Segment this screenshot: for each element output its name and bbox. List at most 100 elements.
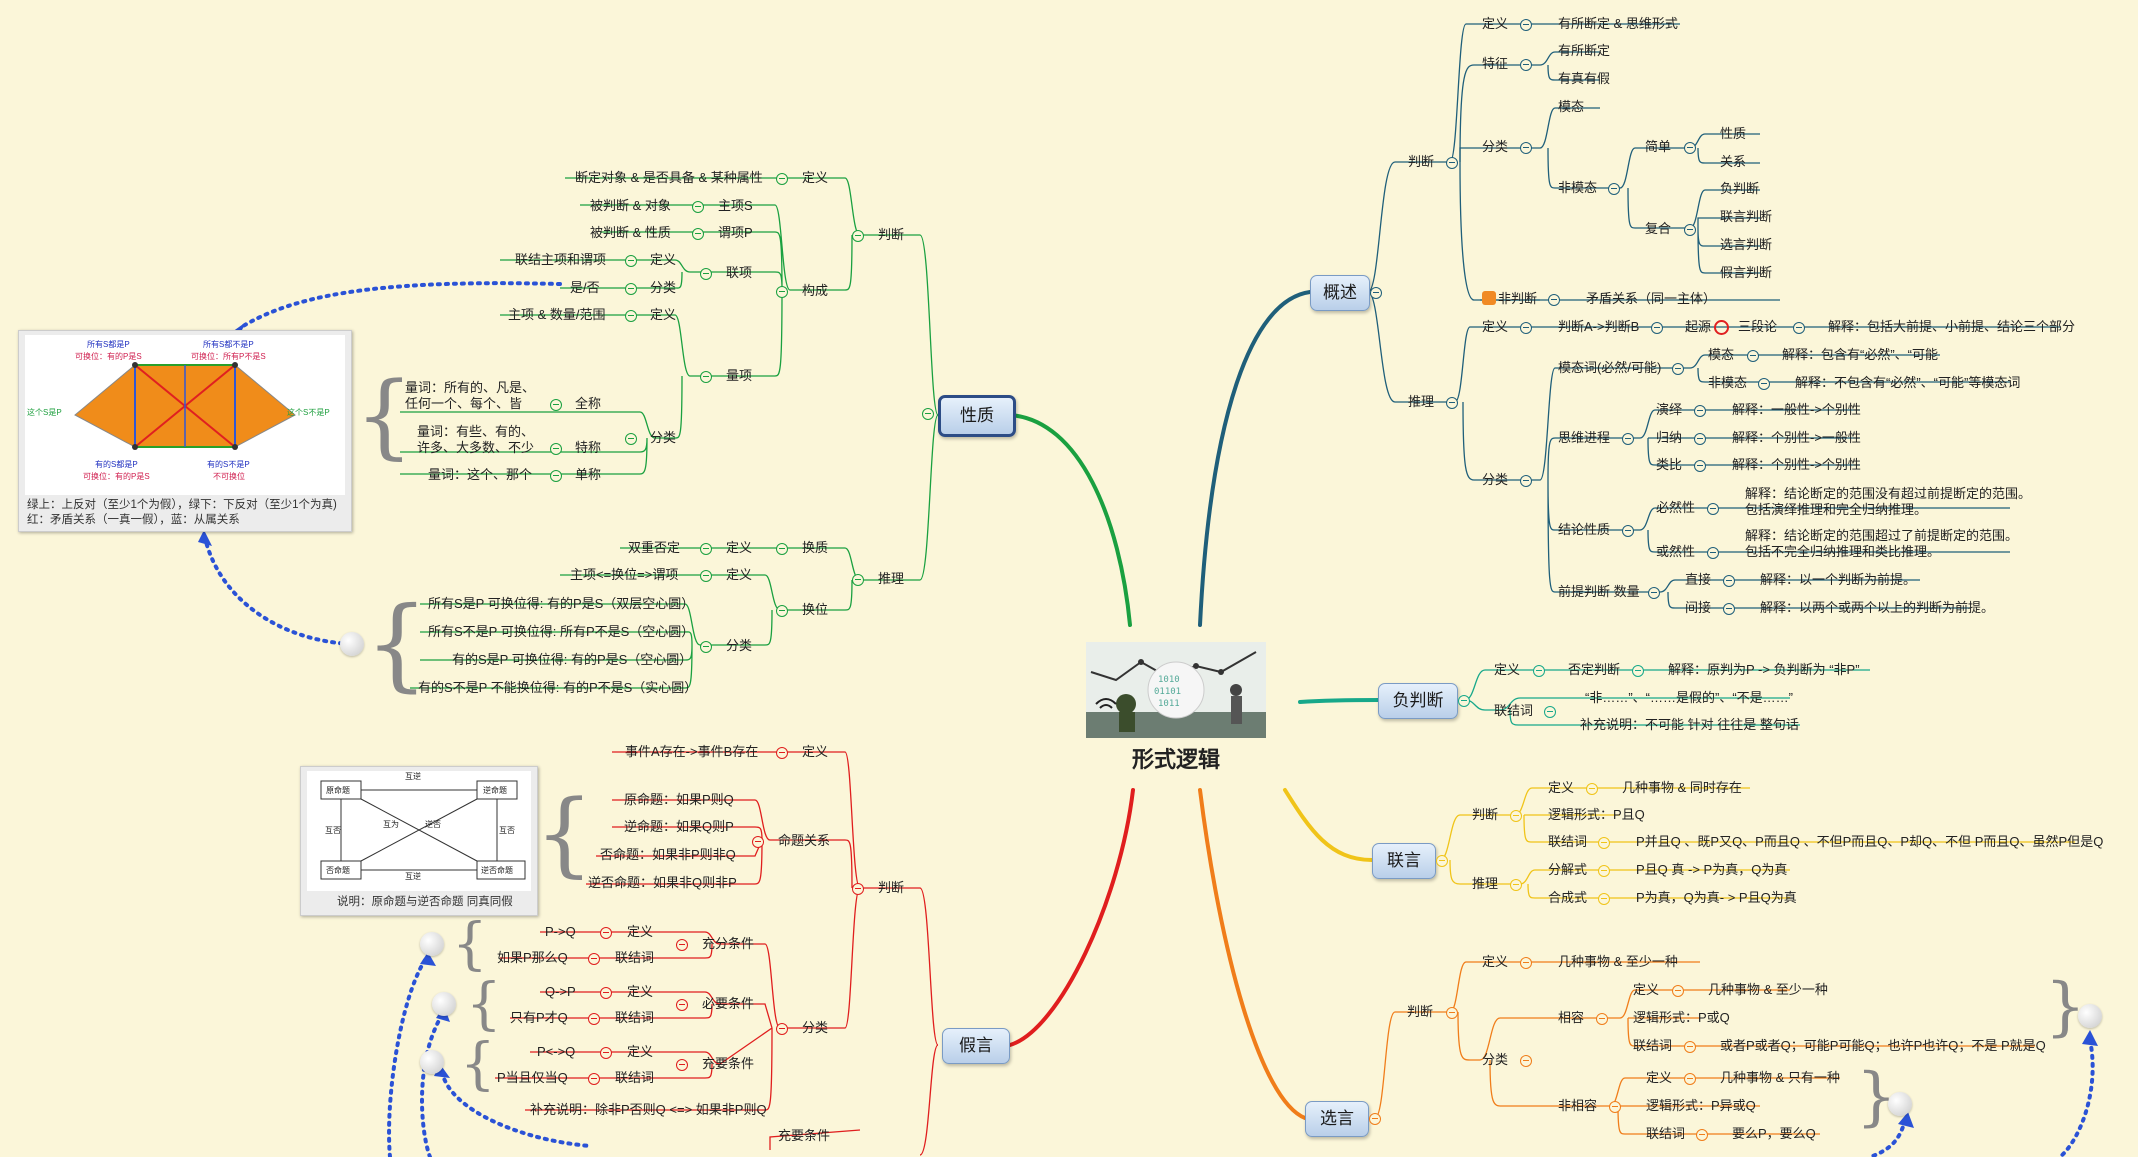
fp-lj1[interactable]: “非……”、“……是假的”、“不是……”	[1585, 690, 1793, 705]
ly-luoji[interactable]: 逻辑形式：P且Q	[1548, 807, 1645, 822]
collapse-icon[interactable]	[676, 939, 688, 951]
gaishu-biran-j2[interactable]: 包括演绎推理和完全归纳推理。	[1745, 502, 1928, 517]
collapse-icon[interactable]	[1510, 810, 1522, 822]
collapse-icon[interactable]	[1622, 433, 1634, 445]
collapse-icon[interactable]	[1436, 855, 1448, 867]
collapse-icon[interactable]	[1458, 695, 1470, 707]
collapse-icon[interactable]	[1672, 363, 1684, 375]
collapse-icon[interactable]	[625, 283, 637, 295]
jy-cy-lj[interactable]: 联结词	[615, 1070, 655, 1085]
gaishu-jianjie-j[interactable]: 解释：以两个或两个以上的判断为前提。	[1760, 600, 1995, 615]
xz-zhuxiang[interactable]: 主项S	[718, 198, 753, 213]
collapse-icon[interactable]	[1684, 1041, 1696, 1053]
xy-bx-luoji[interactable]: 逻辑形式：P异或Q	[1646, 1098, 1756, 1113]
collapse-icon[interactable]	[1598, 837, 1610, 849]
collapse-icon[interactable]	[1369, 1113, 1381, 1125]
gaishu-tezheng-2[interactable]: 有真有假	[1558, 71, 1611, 86]
xz-hw-fenlei[interactable]: 分类	[726, 638, 753, 653]
jy-chongyao[interactable]: 充要条件	[702, 1056, 755, 1071]
jy-fenlei[interactable]: 分类	[802, 1020, 829, 1035]
collapse-icon[interactable]	[1510, 879, 1522, 891]
fp-lj2[interactable]: 补充说明：不可能 针对 往往是 整句话	[1580, 717, 1799, 732]
collapse-icon[interactable]	[700, 543, 712, 555]
collapse-icon[interactable]	[1598, 893, 1610, 905]
gaishu-t-dingyi-val[interactable]: 判断A->判断B	[1558, 319, 1640, 334]
xz-lx2-fenlei[interactable]: 分类	[650, 430, 677, 445]
gaishu-yanyi[interactable]: 演绎	[1656, 402, 1683, 417]
ly-dingyi[interactable]: 定义	[1548, 780, 1575, 795]
summary-ball-icon[interactable]	[432, 992, 456, 1016]
collapse-icon[interactable]	[776, 605, 788, 617]
xz-hw3[interactable]: 有的S是P 可换位得: 有的P是S（空心圆）	[452, 652, 693, 667]
jy-cy-dingyi[interactable]: 定义	[627, 1044, 654, 1059]
xy-bx-lianjieci-val[interactable]: 要么P，要么Q	[1732, 1126, 1816, 1141]
gaishu-guina-j[interactable]: 解释：个别性->一般性	[1732, 430, 1861, 445]
collapse-icon[interactable]	[1533, 665, 1545, 677]
collapse-icon[interactable]	[922, 408, 934, 420]
xz-dingyi-val[interactable]: 断定对象 & 是否具备 & 某种属性	[575, 170, 763, 185]
collapse-icon[interactable]	[550, 470, 562, 482]
summary-ball-icon[interactable]	[420, 932, 444, 956]
fp-dingyi[interactable]: 定义	[1494, 662, 1521, 677]
gaishu-huoran-j2[interactable]: 包括不完全归纳推理和类比推理。	[1745, 544, 1941, 559]
xy-xr-dingyi-val[interactable]: 几种事物 & 至少一种	[1708, 982, 1828, 997]
xy-bx-lianjieci[interactable]: 联结词	[1646, 1126, 1686, 1141]
jy-cy-lj-val[interactable]: P当且仅当Q	[497, 1070, 568, 1085]
collapse-icon[interactable]	[1684, 1073, 1696, 1085]
gaishu-huoran[interactable]: 或然性	[1656, 544, 1696, 559]
gaishu-maodun[interactable]: 矛盾关系（同一主体）	[1586, 291, 1717, 306]
xy-dingyi[interactable]: 定义	[1482, 954, 1509, 969]
collapse-icon[interactable]	[852, 883, 864, 895]
ly-fenjie-val[interactable]: P且Q 真 -> P为真，Q为真	[1636, 862, 1788, 877]
collapse-icon[interactable]	[1520, 957, 1532, 969]
xz-quancheng-2[interactable]: 任何一个、每个、皆	[405, 396, 523, 411]
jy-mingti[interactable]: 命题关系	[778, 833, 831, 848]
collapse-icon[interactable]	[600, 1047, 612, 1059]
gaishu-dingyi-val[interactable]: 有所断定 & 思维形式	[1558, 16, 1678, 31]
jy-cf-dingyi-val[interactable]: P->Q	[545, 924, 576, 939]
jy-cf-lj-val[interactable]: 如果P那么Q	[497, 950, 568, 965]
gaishu-tuili[interactable]: 推理	[1408, 394, 1435, 409]
collapse-icon[interactable]	[1632, 665, 1644, 677]
collapse-icon[interactable]	[776, 1023, 788, 1035]
collapse-icon[interactable]	[776, 747, 788, 759]
collapse-icon[interactable]	[1446, 157, 1458, 169]
jy-by-dingyi-val[interactable]: Q->P	[545, 984, 576, 999]
collapse-icon[interactable]	[1622, 525, 1634, 537]
gaishu-lianyan[interactable]: 联言判断	[1720, 209, 1773, 224]
xy-dingyi-val[interactable]: 几种事物 & 至少一种	[1558, 954, 1678, 969]
collapse-icon[interactable]	[700, 570, 712, 582]
ly-lianjieci-val[interactable]: P并且Q 、既P又Q、P而且Q 、不但P而且Q、P却Q、不但 P而且Q、虽然P但…	[1636, 834, 2104, 849]
main-node-jiayan[interactable]: 假言	[942, 1028, 1010, 1064]
collapse-icon[interactable]	[752, 836, 764, 848]
gaishu-fenlei[interactable]: 分类	[1482, 139, 1509, 154]
collapse-icon[interactable]	[1648, 587, 1660, 599]
collapse-icon[interactable]	[776, 286, 788, 298]
collapse-icon[interactable]	[1520, 59, 1532, 71]
collapse-icon[interactable]	[600, 927, 612, 939]
xz-liangxiang[interactable]: 量项	[726, 368, 753, 383]
gaishu-leibi-j[interactable]: 解释：个别性->个别性	[1732, 457, 1861, 472]
collapse-icon[interactable]	[776, 173, 788, 185]
gaishu-biran-j1[interactable]: 解释：结论断定的范围没有超过前提断定的范围。	[1745, 486, 2032, 501]
gaishu-tmotai-jieshi[interactable]: 解释：包含有“必然”、“可能	[1782, 347, 1938, 362]
gaishu-fei[interactable]: 非判断	[1498, 291, 1538, 306]
fp-lianjieci[interactable]: 联结词	[1494, 703, 1534, 718]
jy-cf-lj[interactable]: 联结词	[615, 950, 655, 965]
main-node-xingzhi[interactable]: 性质	[938, 395, 1016, 437]
jy-by-lj[interactable]: 联结词	[615, 1010, 655, 1025]
collapse-icon[interactable]	[588, 953, 600, 965]
jy-by-lj-val[interactable]: 只有P才Q	[510, 1010, 568, 1025]
gaishu-tfeimotai-jieshi[interactable]: 解释：不包含有“必然”、“可能”等模态词	[1795, 375, 2021, 390]
summary-ball-icon[interactable]	[420, 1050, 444, 1074]
collapse-icon[interactable]	[1694, 433, 1706, 445]
gaishu-qianti[interactable]: 前提判断 数量	[1558, 584, 1640, 599]
xz-hz-dingyi-val[interactable]: 双重否定	[628, 540, 681, 555]
collapse-icon[interactable]	[776, 543, 788, 555]
collapse-icon[interactable]	[1544, 706, 1556, 718]
gaishu-fu[interactable]: 负判断	[1720, 181, 1760, 196]
collapse-icon[interactable]	[692, 228, 704, 240]
xz-hz-dingyi[interactable]: 定义	[726, 540, 753, 555]
xy-fenlei[interactable]: 分类	[1482, 1052, 1509, 1067]
jy-by-dingyi[interactable]: 定义	[627, 984, 654, 999]
